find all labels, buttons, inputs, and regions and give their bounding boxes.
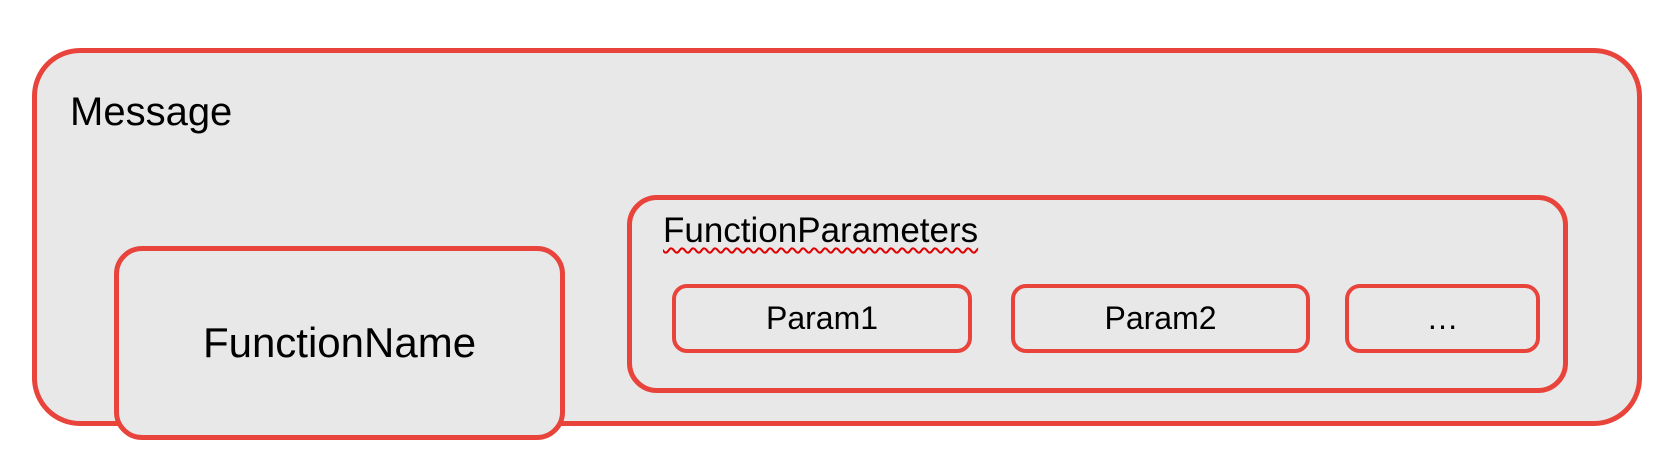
param2-box: Param2 bbox=[1011, 284, 1310, 353]
function-name-box: FunctionName bbox=[114, 246, 565, 440]
param1-box: Param1 bbox=[672, 284, 972, 353]
message-label: Message bbox=[70, 90, 233, 134]
function-parameters-box: FunctionParameters Param1 Param2 … bbox=[627, 195, 1568, 393]
function-parameters-label: FunctionParameters bbox=[663, 211, 979, 250]
param2-label: Param2 bbox=[1104, 300, 1217, 336]
function-name-label: FunctionName bbox=[202, 319, 477, 366]
param-ellipsis-label: … bbox=[1426, 300, 1459, 336]
param1-label: Param1 bbox=[765, 300, 879, 336]
param-ellipsis-box: … bbox=[1345, 284, 1540, 353]
message-box: Message FunctionName FunctionParameters … bbox=[32, 48, 1642, 440]
